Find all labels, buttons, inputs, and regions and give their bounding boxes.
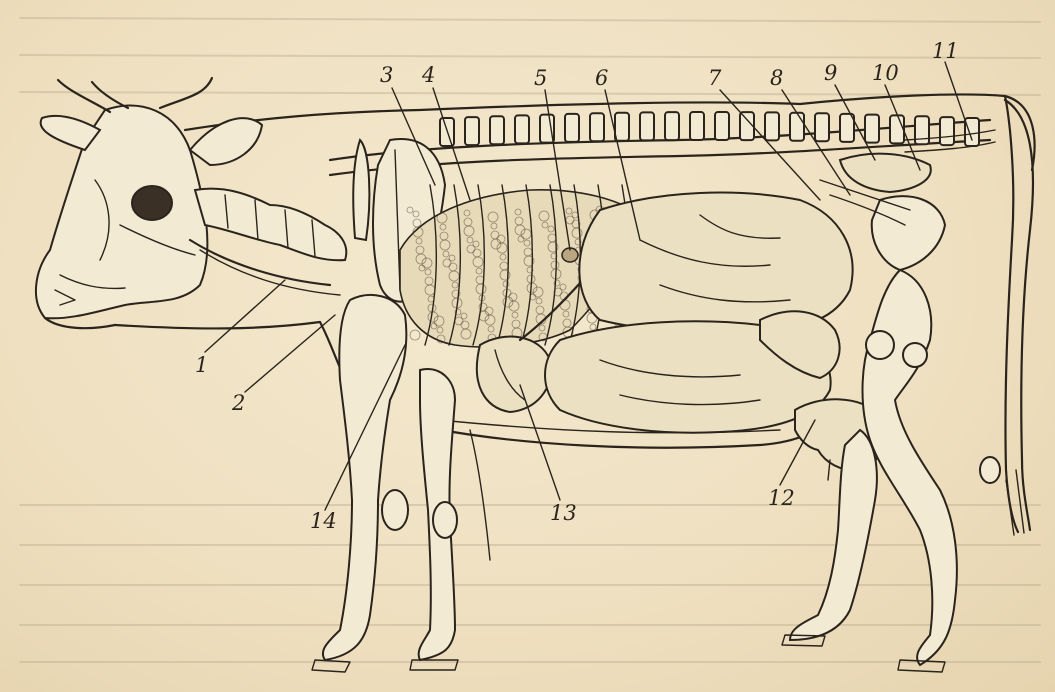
label-14: 14 <box>310 509 337 533</box>
vertebra <box>815 113 829 141</box>
label-6: 6 <box>595 66 608 90</box>
rumen <box>579 193 852 332</box>
label-13: 13 <box>550 501 577 525</box>
vertebra <box>465 117 479 145</box>
vertebra <box>615 113 629 141</box>
vertebra <box>590 113 604 141</box>
label-3: 3 <box>380 63 393 87</box>
vertebra <box>490 116 504 144</box>
vertebra <box>890 115 904 143</box>
front-legs <box>312 295 490 672</box>
alveoli-dot <box>590 324 596 330</box>
label-2: 2 <box>231 391 245 415</box>
label-7: 7 <box>708 66 722 90</box>
neck-vertebrae <box>190 189 346 295</box>
vertebra <box>740 112 754 140</box>
vertebra <box>865 115 879 143</box>
vertebra <box>665 112 679 140</box>
label-9: 9 <box>824 61 837 85</box>
vertebra <box>790 113 804 141</box>
vertebra <box>965 118 979 146</box>
heart <box>477 337 551 412</box>
label-12: 12 <box>768 486 795 510</box>
label-4: 4 <box>421 63 435 87</box>
vertebra <box>640 112 654 140</box>
vertebra <box>915 116 929 144</box>
vertebra <box>715 112 729 140</box>
vertebra <box>515 115 529 143</box>
label-5: 5 <box>534 66 547 90</box>
vertebra <box>565 114 579 142</box>
vertebra <box>940 117 954 145</box>
label-1: 1 <box>195 353 208 377</box>
label-10: 10 <box>872 61 899 85</box>
vertebra <box>765 112 779 140</box>
alveoli-dot <box>410 330 420 340</box>
vertebra <box>690 112 704 140</box>
tail <box>1005 100 1033 535</box>
label-11: 11 <box>932 39 959 63</box>
label-8: 8 <box>770 66 783 90</box>
